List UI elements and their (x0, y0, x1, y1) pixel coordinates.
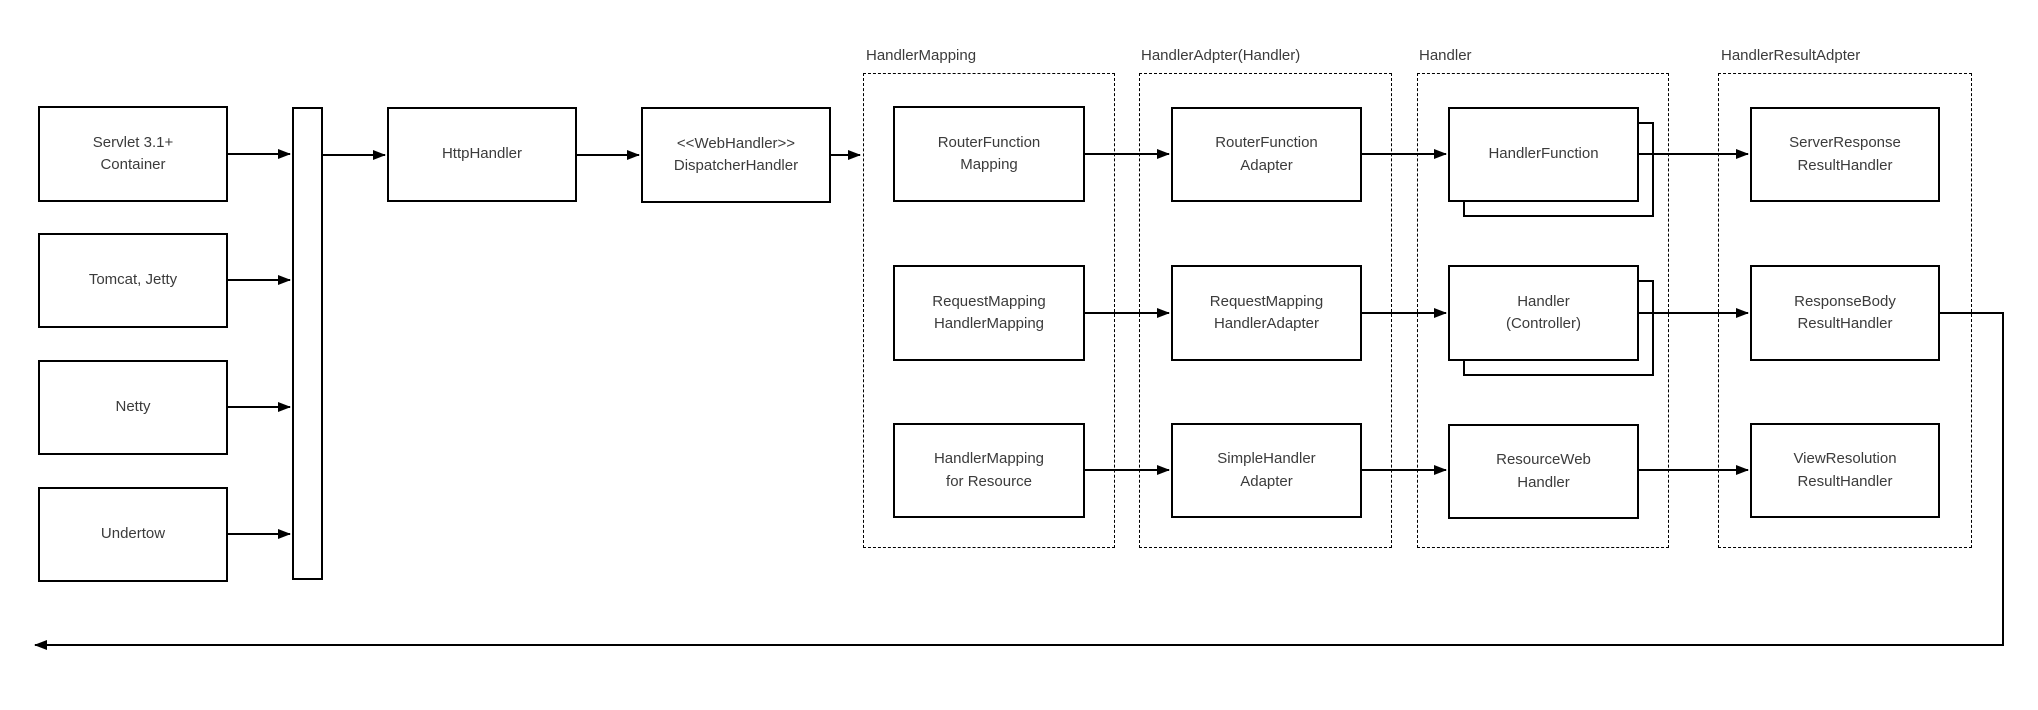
group-label-handler-mapping: HandlerMapping (866, 47, 977, 64)
node-http-handler: HttpHandler (387, 107, 577, 202)
group-label-handler: Handler (1419, 47, 1472, 64)
node-handler-controller: Handler (Controller) (1448, 265, 1639, 361)
server-bus-bar (292, 107, 323, 580)
group-label-handler-adapter: HandlerAdpter(Handler) (1141, 47, 1301, 64)
node-handler-mapping-for-resource: HandlerMapping for Resource (893, 423, 1085, 518)
node-handler-function: HandlerFunction (1448, 107, 1639, 202)
node-netty: Netty (38, 360, 228, 455)
node-router-function-mapping: RouterFunction Mapping (893, 106, 1085, 202)
node-view-resolution-result-handler: ViewResolution ResultHandler (1750, 423, 1940, 518)
node-server-response-result-handler: ServerResponse ResultHandler (1750, 107, 1940, 202)
node-request-mapping-handler-adapter: RequestMapping HandlerAdapter (1171, 265, 1362, 361)
node-dispatcher-handler: <<WebHandler>> DispatcherHandler (641, 107, 831, 203)
node-resource-web-handler: ResourceWeb Handler (1448, 424, 1639, 519)
node-router-function-adapter: RouterFunction Adapter (1171, 107, 1362, 202)
node-servlet-container: Servlet 3.1+ Container (38, 106, 228, 202)
node-request-mapping-handler-mapping: RequestMapping HandlerMapping (893, 265, 1085, 361)
node-response-body-result-handler: ResponseBody ResultHandler (1750, 265, 1940, 361)
group-label-handler-result-adapter: HandlerResultAdpter (1721, 47, 1861, 64)
node-simple-handler-adapter: SimpleHandler Adapter (1171, 423, 1362, 518)
node-undertow: Undertow (38, 487, 228, 582)
node-tomcat-jetty: Tomcat, Jetty (38, 233, 228, 328)
